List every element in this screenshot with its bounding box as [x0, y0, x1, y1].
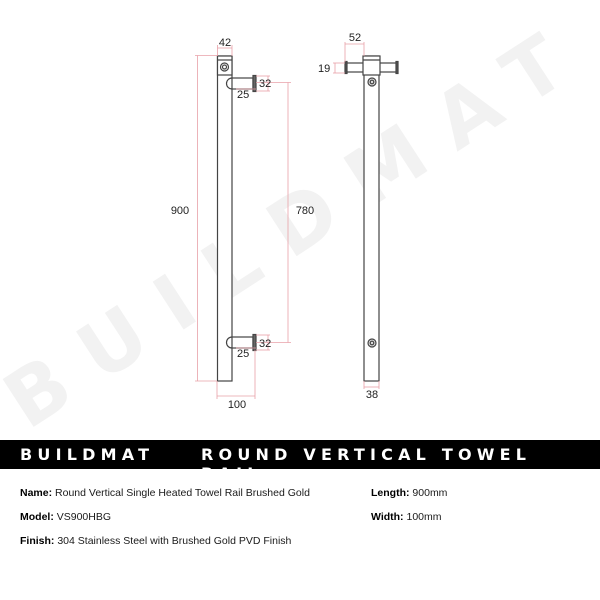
title-band: BUILDMAT ROUND VERTICAL TOWEL RAIL [0, 440, 600, 483]
spec-finish: Finish: 304 Stainless Steel with Brushed… [20, 535, 291, 547]
dim-crossbar-height: 19 [318, 63, 330, 75]
dim-overall-height: 900 [171, 205, 189, 217]
product-title: ROUND VERTICAL TOWEL RAIL [201, 445, 532, 483]
spec-width-label: Width: [371, 511, 404, 523]
lower-bracket [231, 336, 254, 349]
spec-width-value: 100mm [406, 511, 442, 523]
technical-drawing: BUILDMAT [0, 3, 600, 430]
front-rail [216, 55, 233, 382]
side-rail [363, 55, 380, 382]
upper-bracket [231, 77, 254, 90]
spec-model-label: Model: [20, 511, 54, 523]
spec-name-label: Name: [20, 487, 53, 499]
spec-length-label: Length: [371, 487, 410, 499]
mount-screw-icon [219, 62, 230, 72]
spec-model: Model: VS900HBG [20, 511, 111, 523]
spec-finish-value: 304 Stainless Steel with Brushed Gold PV… [57, 535, 292, 547]
dim-crossbar-width: 52 [349, 32, 361, 44]
spec-finish-label: Finish: [20, 535, 55, 547]
dim-bracket-bottom-height: 32 [259, 338, 271, 350]
spec-name-value: Round Vertical Single Heated Towel Rail … [55, 487, 310, 499]
dim-overall-depth: 100 [228, 399, 246, 411]
side-view [344, 55, 399, 382]
dim-bracket-top-depth: 25 [237, 89, 249, 101]
brand-name: BUILDMAT [20, 445, 155, 464]
side-head-block [362, 55, 381, 76]
dim-bracket-bottom-depth: 25 [237, 348, 249, 360]
spec-length: Length: 900mm [371, 487, 447, 499]
upper-bracket-cap [252, 74, 257, 93]
side-dimension-lines [333, 42, 380, 389]
dim-rail-width: 38 [366, 389, 378, 401]
front-dimension-lines [195, 45, 291, 399]
spec-model-value: VS900HBG [56, 511, 112, 523]
dim-bracket-spacing: 780 [296, 205, 314, 217]
dim-top-width: 42 [219, 37, 231, 49]
spec-length-value: 900mm [412, 487, 448, 499]
spec-name: Name: Round Vertical Single Heated Towel… [20, 487, 310, 499]
screw-icon [367, 338, 377, 348]
screw-icon [367, 77, 377, 87]
dim-bracket-top-height: 32 [259, 78, 271, 90]
spec-width: Width: 100mm [371, 511, 442, 523]
